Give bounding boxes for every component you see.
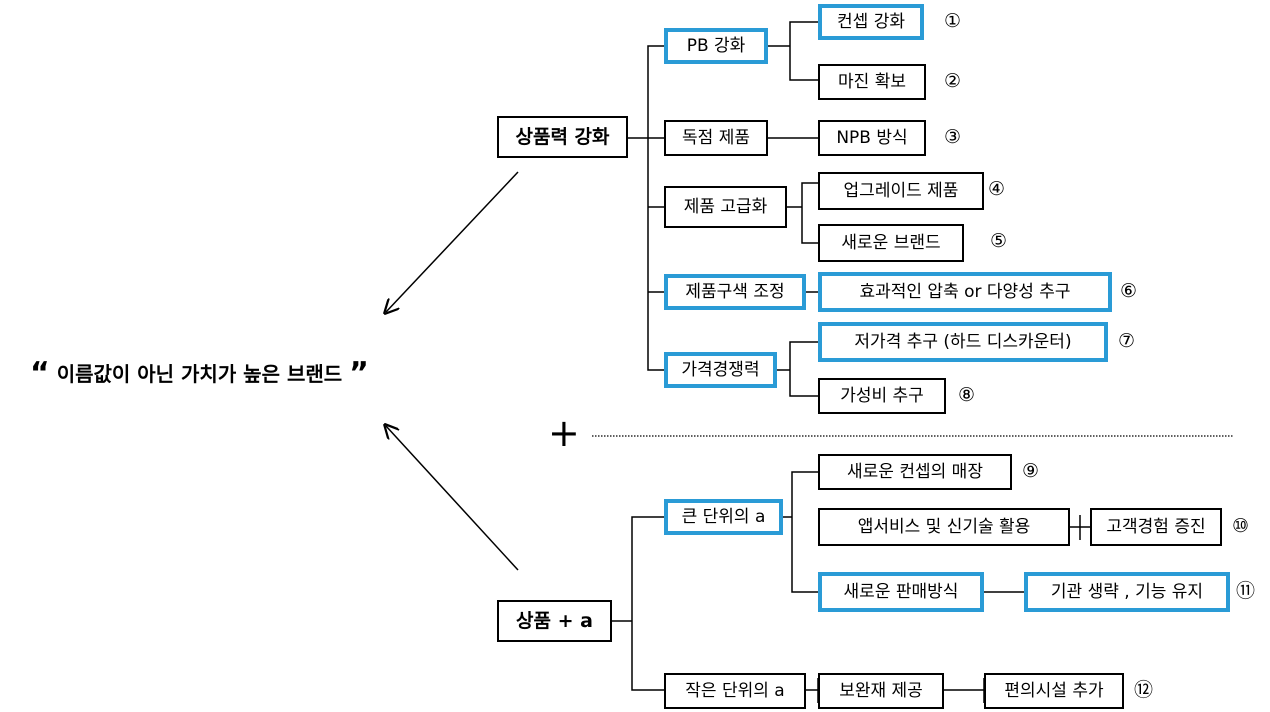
- center-statement-text: 이름값이 아닌 가치가 높은 브랜드: [56, 362, 343, 386]
- num-5: ⑤: [990, 230, 1008, 252]
- bracket-big-unit: [783, 471, 818, 593]
- leaf-value-for-money: 가성비 추구: [818, 378, 946, 414]
- num-10: ⑩: [1232, 515, 1250, 537]
- node-big-unit: 큰 단위의 a: [664, 499, 783, 535]
- leaf-skip-agency: 기관 생략 , 기능 유지: [1024, 572, 1230, 612]
- node-exclusive: 독점 제품: [664, 120, 768, 156]
- num-12: ⑫: [1134, 679, 1154, 701]
- center-statement: “ 이름값이 아닌 가치가 높은 브랜드 ”: [30, 356, 369, 391]
- leaf-low-price: 저가격 추구 (하드 디스카운터): [818, 322, 1108, 362]
- close-quote-mark: ”: [349, 356, 369, 391]
- node-pb: PB 강화: [664, 28, 768, 64]
- bracket-pb: [768, 21, 818, 81]
- leaf-facility: 편의시설 추가: [984, 673, 1124, 709]
- node-assortment: 제품구색 조정: [664, 274, 806, 310]
- num-9: ⑨: [1022, 460, 1040, 482]
- open-quote-mark: “: [30, 356, 50, 391]
- node-small-unit: 작은 단위의 a: [664, 673, 806, 709]
- bracket-premium: [787, 182, 818, 244]
- leaf-complement: 보완재 제공: [818, 673, 944, 709]
- line-small-complement: [806, 678, 819, 703]
- leaf-margin: 마진 확보: [818, 64, 926, 100]
- leaf-new-sales-method: 새로운 판매방식: [818, 572, 984, 612]
- num-3: ③: [944, 126, 962, 148]
- leaf-upgrade: 업그레이드 제품: [818, 172, 984, 210]
- line-complement-facility: [944, 678, 985, 703]
- root-product-strength: 상품력 강화: [497, 116, 628, 158]
- num-6: ⑥: [1120, 280, 1138, 302]
- num-7: ⑦: [1118, 330, 1136, 352]
- arrow-bottom-to-statement: [386, 426, 519, 571]
- leaf-concept: 컨셉 강화: [818, 4, 924, 40]
- num-1: ①: [944, 10, 962, 32]
- num-11: ⑪: [1236, 580, 1256, 602]
- leaf-new-brand: 새로운 브랜드: [818, 224, 964, 262]
- root-product-plus-a: 상품 + a: [497, 600, 612, 642]
- bracket-bottom-main: [612, 516, 664, 691]
- node-price: 가격경쟁력: [664, 352, 777, 388]
- leaf-customer-experience: 고객경험 증진: [1090, 508, 1222, 546]
- leaf-new-concept-store: 새로운 컨셉의 매장: [818, 454, 1012, 490]
- bracket-top-main: [628, 45, 664, 371]
- node-premium: 제품 고급화: [664, 186, 787, 228]
- plus-symbol: +: [548, 411, 580, 455]
- leaf-npb: NPB 방식: [818, 120, 926, 156]
- bracket-price: [777, 341, 818, 397]
- leaf-compress-diversity: 효과적인 압축 or 다양성 추구: [818, 272, 1112, 312]
- leaf-app-tech: 앱서비스 및 신기술 활용: [818, 508, 1070, 546]
- line-app-cx: [1070, 515, 1090, 540]
- num-2: ②: [944, 70, 962, 92]
- num-4: ④: [988, 178, 1006, 200]
- arrow-top-to-statement: [386, 171, 519, 312]
- num-8: ⑧: [958, 384, 976, 406]
